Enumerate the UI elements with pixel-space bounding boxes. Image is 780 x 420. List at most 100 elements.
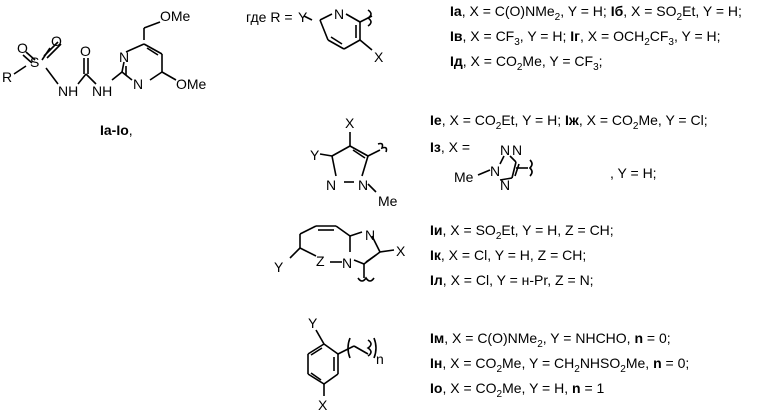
compound-id: Iв (450, 28, 463, 44)
definition-line: Iн, X = CO2Me, Y = CH2NHSO2Me, n = 0; (430, 355, 689, 374)
atom-o-3: O (80, 43, 91, 59)
definition-text: , X = Cl, Y = н-Pr, Z = N; (443, 272, 594, 288)
compound-id: Iг (570, 28, 580, 44)
definition-line: Iл, X = Cl, Y = н-Pr, Z = N; (430, 272, 594, 288)
compound-id: Ia (450, 3, 462, 19)
benzene-n: n (376, 351, 384, 367)
definition-text: Me, Y = Cl; (638, 112, 707, 128)
atom-s: S (30, 54, 39, 70)
definition-line: Iе, X = CO2Et, Y = H; Iж, X = CO2Me, Y =… (430, 112, 708, 131)
definition-text: Me, Y = CF (522, 53, 593, 69)
subscript: 2 (537, 339, 543, 350)
definition-text: , X = SO (623, 3, 676, 19)
subscript: 3 (668, 37, 674, 48)
tetrazole-n-1: N (490, 163, 500, 179)
definition-text: , X = CO (442, 112, 496, 128)
tetrazole-n-3: N (512, 142, 522, 158)
definition-line: Iм, X = C(O)NMe2, Y = NHCHO, n = 0; (430, 330, 671, 349)
definition-line: , Y = H; (610, 165, 657, 181)
definition-text: ; (599, 53, 603, 69)
pyridine-x: X (374, 49, 384, 65)
definition-text: , Y = H; (560, 3, 610, 19)
definition-text: = 1 (581, 380, 605, 396)
compound-id: Iм (430, 330, 444, 346)
tetrazole-n-2: N (500, 142, 510, 158)
definition-text: Me, (626, 355, 653, 371)
subscript: 2 (496, 364, 502, 375)
compound-id: n (653, 355, 662, 371)
subscript: 2 (517, 62, 523, 73)
where-r-label: где R = (246, 9, 293, 25)
definition-text: , Y = NHCHO, (543, 330, 635, 346)
subscript: 2 (497, 389, 503, 400)
general-structure (14, 22, 176, 84)
compound-id: Iж (565, 112, 579, 128)
atom-nh-1: NH (58, 83, 78, 99)
definition-line: Ia, X = C(O)NMe2, Y = H; Iб, X = SO2Et, … (450, 3, 742, 22)
pyrazole-me: Me (378, 193, 398, 209)
atom-o-1: O (17, 40, 28, 56)
imidazo-z: Z (316, 253, 325, 269)
definition-line: Iк, X = Cl, Y = H, Z = CH; (430, 247, 586, 263)
benzene-y: Y (308, 315, 318, 331)
subscript: 2 (633, 121, 639, 132)
compound-id: Iо (430, 380, 442, 396)
compound-id: Iл (430, 272, 443, 288)
definition-text: , X = CF (463, 28, 515, 44)
definition-text: , Y = H; (610, 165, 657, 181)
definition-text: Me, Y = H, (502, 380, 572, 396)
definition-text: = 0; (643, 330, 671, 346)
atom-n-2: N (133, 76, 143, 92)
compound-id: Iк (430, 247, 441, 263)
definition-text: , X = CO (442, 380, 496, 396)
compound-id: Iз (430, 139, 441, 155)
imidazo-x: X (396, 243, 406, 259)
compound-id: n (572, 380, 581, 396)
compound-id: Iе (430, 112, 442, 128)
definition-text: , Y = H; (520, 28, 570, 44)
compound-id: Iн (430, 355, 442, 371)
definition-text: CF (650, 28, 669, 44)
compound-id: Iд (450, 53, 463, 69)
imidazo-n-2: N (342, 255, 352, 271)
definition-text: Et, Y = H; (501, 112, 565, 128)
compound-id: Iб (611, 3, 624, 19)
pyrazole-n-2: N (358, 177, 368, 193)
atom-ome-1: OMe (160, 8, 191, 24)
subscript: 2 (496, 121, 502, 132)
imidazo-n-1: N (365, 227, 375, 243)
subscript: 2 (620, 364, 626, 375)
pyridine-y: Y (298, 9, 308, 25)
atom-r: R (2, 69, 12, 85)
definition-line: Iо, X = CO2Me, Y = H, n = 1 (430, 380, 604, 399)
definition-line: Iв, X = CF3, Y = H; Iг, X = OCH2CF3, Y =… (450, 28, 721, 47)
definition-text: , Y = H; (674, 28, 721, 44)
definition-text: Et, Y = H; (682, 3, 742, 19)
subscript: 2 (574, 364, 580, 375)
atom-o-2: O (51, 33, 62, 49)
compound-id: n (634, 330, 643, 346)
imidazo-bicycle (290, 226, 394, 281)
definition-text: , X = (441, 139, 470, 155)
definition-text: , X = CO (463, 53, 517, 69)
pyrazole-x: X (345, 115, 355, 131)
definition-text: , X = Cl, Y = H, Z = CH; (441, 247, 586, 263)
subscript: 2 (555, 12, 561, 23)
subscript: 3 (514, 37, 520, 48)
definition-text: = 0; (662, 355, 690, 371)
benzene-x: X (318, 397, 328, 413)
definition-text: Me, Y = CH (502, 355, 574, 371)
tetrazole-n-4: N (500, 177, 510, 193)
subscript: 2 (496, 231, 502, 242)
subscript: 2 (677, 12, 683, 23)
definition-text: , X = CO (442, 355, 496, 371)
tetrazole-me: Me (454, 169, 474, 185)
definition-text: NHSO (580, 355, 620, 371)
pyrazole-y: Y (310, 147, 320, 163)
benzene-ring (308, 330, 376, 396)
definition-line: Iд, X = CO2Me, Y = CF3; (450, 53, 603, 72)
atom-ome-2: OMe (176, 76, 207, 92)
definition-text: , X = C(O)NMe (444, 330, 537, 346)
definition-text: , X = CO (579, 112, 633, 128)
definition-text: Et, Y = H, Z = CH; (501, 222, 613, 238)
